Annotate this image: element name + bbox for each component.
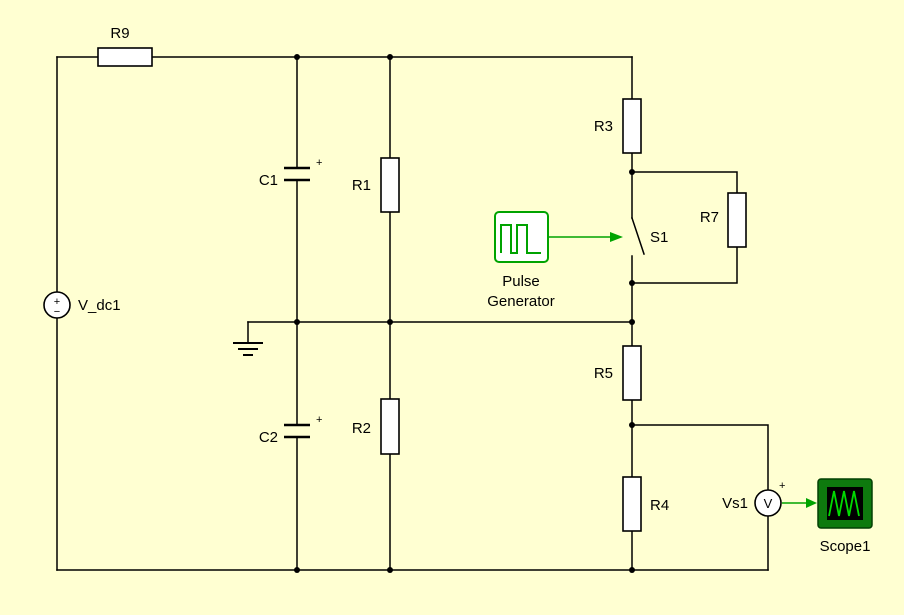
label-s1: S1: [650, 229, 668, 246]
label-c1: C1: [259, 172, 278, 189]
label-vdc1: V_dc1: [78, 297, 121, 314]
component-r2-resistor[interactable]: R2: [352, 398, 400, 455]
source-plus-sign: +: [54, 296, 60, 308]
resistor-body: [380, 398, 400, 455]
label-r7: R7: [700, 209, 719, 226]
label-r3: R3: [594, 118, 613, 135]
label-r4: R4: [650, 497, 669, 514]
junction-dot: [629, 169, 635, 175]
pulse-generator-box: [494, 211, 549, 263]
component-pulse-generator[interactable]: Pulse Generator: [487, 211, 623, 310]
resistor-body: [622, 98, 642, 154]
component-ground[interactable]: [233, 321, 263, 356]
c1-polarity-plus: +: [316, 157, 322, 169]
label-pulse-line1: Pulse: [502, 273, 540, 290]
source-circle: [43, 291, 71, 319]
voltmeter-plus-sign: +: [779, 480, 785, 492]
junction-dot: [629, 422, 635, 428]
green-arrow-icon: [610, 232, 623, 242]
junction-dot: [387, 319, 393, 325]
wire-vs1-top[interactable]: [631, 424, 769, 491]
component-r9-resistor[interactable]: R9: [97, 25, 153, 67]
scope-waveform-icon: [828, 490, 860, 517]
green-arrow-icon: [806, 498, 817, 508]
label-pulse-line2: Generator: [487, 293, 555, 310]
junction-dot: [629, 319, 635, 325]
wire-r7-loop[interactable]: [631, 171, 738, 284]
component-r4-resistor[interactable]: R4: [622, 476, 669, 532]
switch-lever: [631, 217, 645, 255]
component-r5-resistor[interactable]: R5: [594, 345, 642, 401]
wires: [56, 56, 769, 571]
label-c2: C2: [259, 429, 278, 446]
component-r3-resistor[interactable]: R3: [594, 98, 642, 154]
component-vs1-voltmeter[interactable]: V + Vs1: [722, 480, 817, 517]
resistor-body: [622, 476, 642, 532]
component-c1-capacitor[interactable]: + C1: [259, 157, 323, 189]
junction-dot: [629, 567, 635, 573]
junction-dot: [294, 567, 300, 573]
label-r5: R5: [594, 365, 613, 382]
component-s1-switch[interactable]: S1: [631, 217, 668, 255]
label-r1: R1: [352, 177, 371, 194]
voltmeter-circle: [754, 489, 782, 517]
junction-dot: [294, 54, 300, 60]
label-r9: R9: [110, 25, 129, 42]
junction-dot: [387, 54, 393, 60]
component-r1-resistor[interactable]: R1: [352, 157, 400, 213]
resistor-body: [622, 345, 642, 401]
pulse-waveform-icon: [500, 224, 541, 254]
resistor-body: [727, 192, 747, 248]
c2-polarity-plus: +: [316, 414, 322, 426]
label-r2: R2: [352, 420, 371, 437]
label-scope1: Scope1: [820, 538, 871, 555]
junction-dot: [387, 567, 393, 573]
component-scope1-oscilloscope[interactable]: Scope1: [817, 478, 873, 555]
voltmeter-v-symbol: V: [764, 496, 773, 511]
source-minus-sign: −: [54, 306, 60, 318]
component-r7-resistor[interactable]: R7: [700, 192, 747, 248]
resistor-body: [380, 157, 400, 213]
label-vs1: Vs1: [722, 495, 748, 512]
junction-dot: [294, 319, 300, 325]
resistor-body: [97, 47, 153, 67]
component-c2-capacitor[interactable]: + C2: [259, 414, 323, 446]
component-vdc1-source[interactable]: + − V_dc1: [43, 291, 121, 319]
junction-dots: [294, 54, 635, 573]
junction-dot: [629, 280, 635, 286]
